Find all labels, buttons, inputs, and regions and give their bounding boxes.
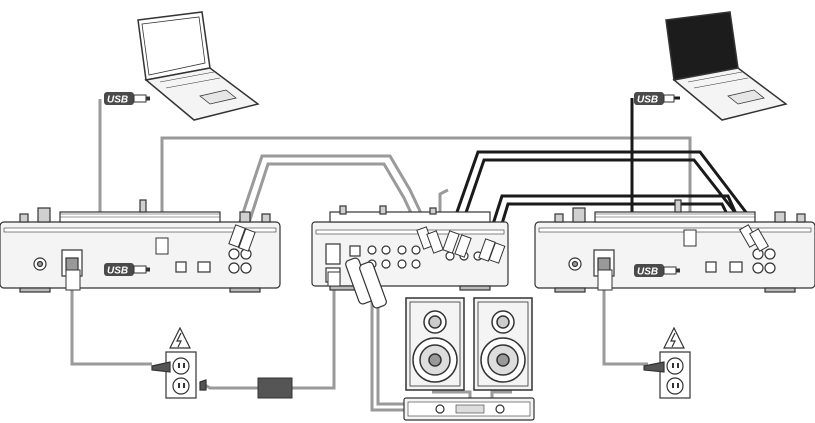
left-speaker xyxy=(406,298,464,390)
warning-icon xyxy=(664,328,684,348)
left-power-cable xyxy=(72,280,152,364)
warning-icon xyxy=(170,328,190,348)
mixer xyxy=(312,206,508,290)
power-adapter-icon xyxy=(258,378,292,398)
left-power xyxy=(152,328,206,398)
usb-badge-left-top: USB xyxy=(104,92,150,106)
rca-jack xyxy=(765,263,775,273)
rca-jack xyxy=(765,249,775,259)
usb-label: USB xyxy=(107,266,128,277)
rca-jack xyxy=(753,263,763,273)
amplifier xyxy=(404,398,534,420)
usb-label: USB xyxy=(107,95,128,106)
mixer-power-cable xyxy=(292,280,334,388)
right-power xyxy=(644,328,690,398)
right-turntable xyxy=(535,200,815,292)
left-laptop xyxy=(138,12,258,120)
rca-jack xyxy=(241,263,251,273)
usb-label: USB xyxy=(637,95,658,106)
usb-label: USB xyxy=(637,267,658,278)
rca-jack xyxy=(229,263,239,273)
mixer-power-plug xyxy=(328,272,340,286)
right-power-cable xyxy=(604,280,648,364)
amp-speaker-right-cable xyxy=(492,392,512,398)
rca-jack xyxy=(229,249,239,259)
adapter-outlet-cable xyxy=(200,382,258,388)
amp-speaker-left-cable xyxy=(432,392,470,398)
power-plug xyxy=(598,270,612,290)
mixer-amp-cable-b xyxy=(378,300,408,404)
power-plug xyxy=(66,270,80,290)
usb-badge-right-top: USB xyxy=(634,92,674,106)
right-laptop xyxy=(666,12,786,120)
right-speaker xyxy=(474,298,532,390)
